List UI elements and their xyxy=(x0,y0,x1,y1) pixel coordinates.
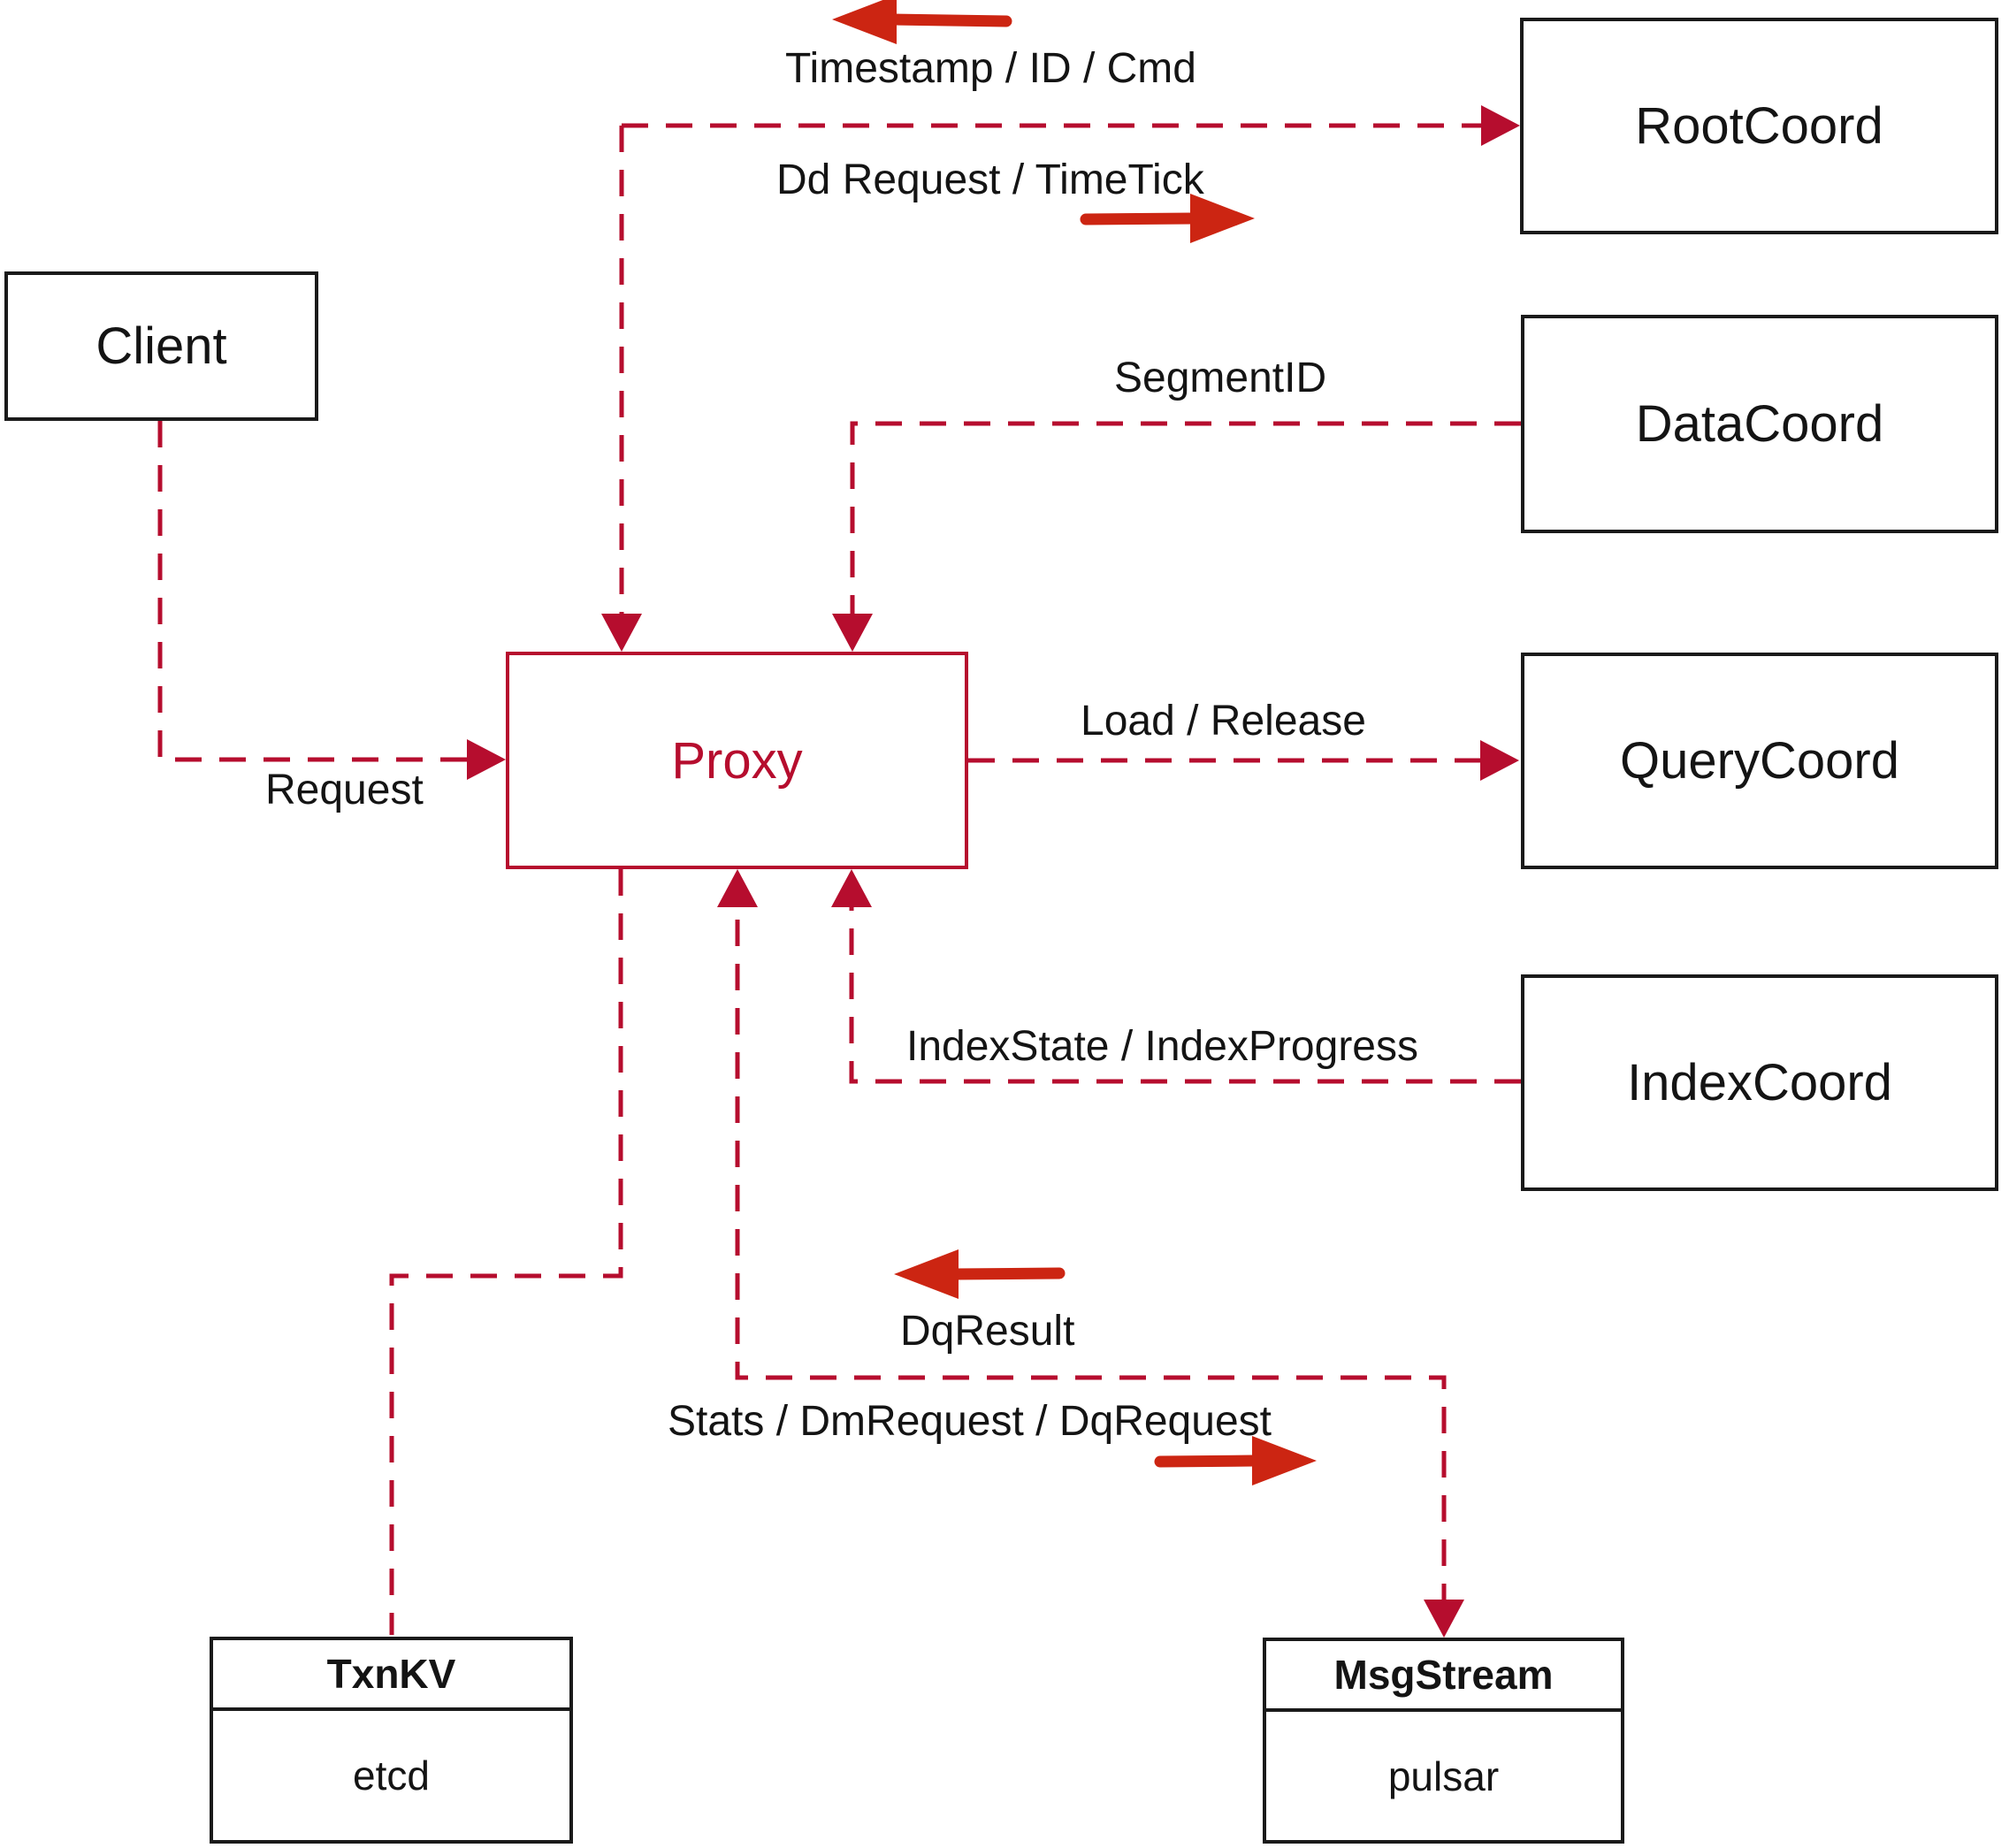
node-datacoord: DataCoord xyxy=(1521,315,1998,533)
node-proxy-label: Proxy xyxy=(671,731,803,790)
edge-label-dd-request-timetick: Dd Request / TimeTick xyxy=(776,157,1204,203)
direction-arrow-left-head-dqresult xyxy=(894,1249,959,1299)
edge-label-segment-id: SegmentID xyxy=(1114,355,1327,401)
node-indexcoord-label: IndexCoord xyxy=(1627,1054,1892,1111)
arrowhead-into-querycoord xyxy=(1480,740,1519,781)
arrowhead-into-proxy-bottom-right xyxy=(831,869,872,907)
node-msgstream-sublabel: pulsar xyxy=(1387,1753,1500,1799)
node-msgstream: MsgStream pulsar xyxy=(1263,1638,1624,1844)
connector-datacoord-to-proxy xyxy=(850,421,1521,645)
direction-arrow-right-shaft-ddrequest xyxy=(1080,212,1200,225)
node-client-label: Client xyxy=(95,317,227,375)
arrowhead-into-proxy-bottom-mid xyxy=(717,869,758,907)
connector-indexcoord-to-proxy xyxy=(849,875,1521,1084)
node-client: Client xyxy=(4,271,318,421)
edge-label-dqresult: DqResult xyxy=(900,1308,1075,1355)
node-msgstream-title: MsgStream xyxy=(1266,1641,1621,1712)
direction-arrow-right-head-ddrequest xyxy=(1190,194,1255,243)
connector-proxy-to-txnkv xyxy=(389,869,623,1635)
node-querycoord: QueryCoord xyxy=(1521,653,1998,869)
edge-label-request: Request xyxy=(265,767,424,813)
direction-arrow-left-head-top xyxy=(832,0,897,44)
node-indexcoord: IndexCoord xyxy=(1521,974,1998,1191)
arrowhead-into-proxy-left xyxy=(467,739,506,780)
node-datacoord-label: DataCoord xyxy=(1635,395,1884,453)
connector-client-to-proxy xyxy=(157,421,499,762)
node-querycoord-label: QueryCoord xyxy=(1620,732,1899,790)
edge-label-stats-dmrequest-dqrequest: Stats / DmRequest / DqRequest xyxy=(668,1398,1272,1445)
node-txnkv-sublabel: etcd xyxy=(353,1753,430,1798)
edge-label-load-release: Load / Release xyxy=(1081,698,1366,745)
direction-arrow-left-shaft-dqresult xyxy=(949,1267,1066,1280)
direction-arrow-left-shaft-top xyxy=(889,13,1012,27)
arrowhead-into-proxy-top-left xyxy=(601,614,642,652)
arrowhead-into-rootcoord xyxy=(1481,105,1520,146)
node-txnkv: TxnKV etcd xyxy=(210,1637,573,1844)
node-proxy: Proxy xyxy=(506,652,968,869)
direction-arrow-right-shaft-stats xyxy=(1154,1455,1260,1468)
node-rootcoord-label: RootCoord xyxy=(1635,97,1883,155)
node-rootcoord: RootCoord xyxy=(1520,18,1998,234)
arrowhead-into-proxy-top-right xyxy=(832,614,873,652)
arrowhead-into-msgstream xyxy=(1424,1600,1464,1638)
node-txnkv-title: TxnKV xyxy=(213,1640,569,1711)
connector-proxy-to-msgstream xyxy=(735,875,1447,1630)
direction-arrow-right-head-stats xyxy=(1252,1436,1317,1485)
edge-label-indexstate-indexprogress: IndexState / IndexProgress xyxy=(906,1023,1418,1070)
edge-label-timestamp-id-cmd: Timestamp / ID / Cmd xyxy=(785,45,1196,92)
